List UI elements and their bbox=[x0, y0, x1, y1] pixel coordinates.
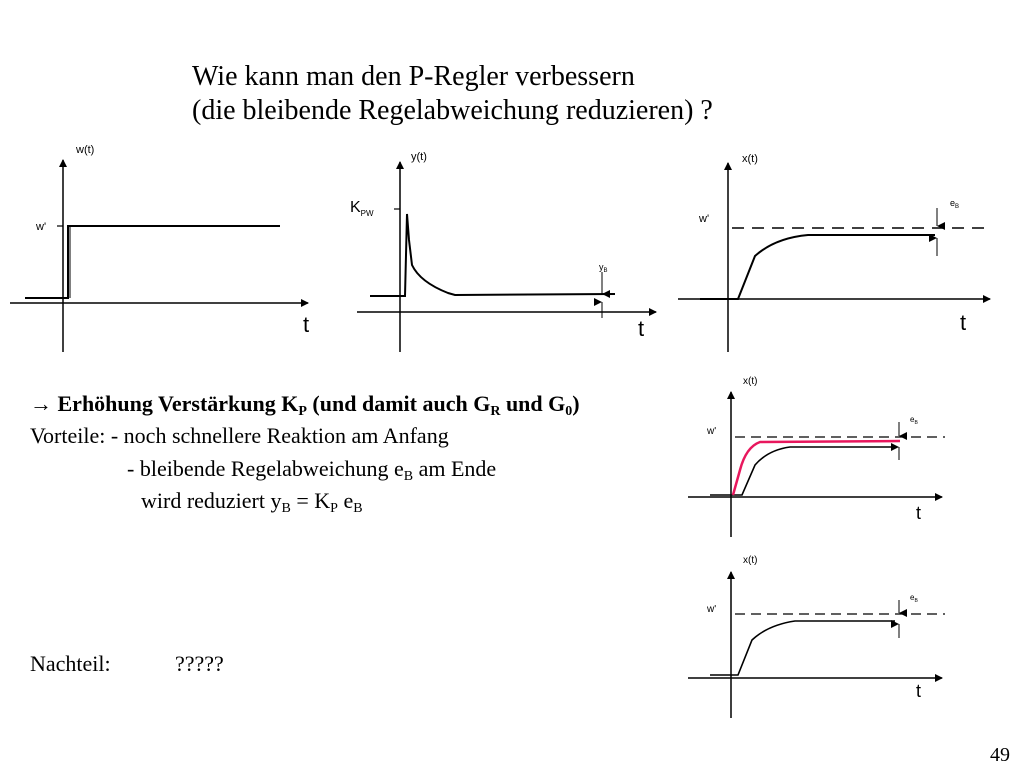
graph-w-xlabel: t bbox=[303, 312, 309, 337]
graph-x3-error-label: eB bbox=[910, 593, 918, 604]
vorteile-line-2-rest: am Ende bbox=[413, 456, 497, 481]
graph-x1-level-label: w' bbox=[698, 213, 709, 225]
vorteile-line-3: wird reduziert yB = KP eB bbox=[141, 487, 363, 516]
graph-x3-xlabel: t bbox=[916, 681, 921, 701]
vorteile-line-2-text: - bleibende Regelabweichung e bbox=[127, 456, 404, 481]
graph-x1-response-curve bbox=[700, 234, 935, 300]
heading-sub-p: P bbox=[298, 404, 307, 419]
vorteile-line-3-sub2: P bbox=[330, 501, 338, 516]
arrow-icon: → bbox=[30, 391, 52, 416]
graph-w-step-curve bbox=[25, 225, 280, 299]
graph-x1-xlabel: t bbox=[960, 310, 966, 335]
graph-x3-level-label: w' bbox=[706, 604, 716, 615]
heading-part-d: und G bbox=[500, 391, 566, 416]
graph-x2-level-label: w' bbox=[706, 426, 716, 437]
graph-y: y(t) KPW t yB bbox=[350, 151, 657, 352]
heading-sub-0: 0 bbox=[565, 404, 573, 419]
graph-x1-error-label: eB bbox=[950, 198, 959, 210]
graph-x2: x(t) w' eB t bbox=[688, 376, 945, 537]
graph-y-ylabel: y(t) bbox=[411, 151, 427, 163]
graph-y-offset-label: yB bbox=[599, 262, 608, 274]
graph-x3: x(t) w' eB t bbox=[688, 555, 945, 718]
graph-x2-error-label: eB bbox=[910, 415, 918, 426]
graph-x2-xlabel: t bbox=[916, 503, 921, 523]
vorteile-line-3-text: wird reduziert y bbox=[141, 488, 282, 513]
vorteile-line-3-e: e bbox=[337, 488, 354, 513]
vorteile-line-2: - bleibende Regelabweichung eB am Ende bbox=[127, 455, 497, 484]
vorteile-line-2-sub: B bbox=[403, 469, 414, 484]
graph-x1-ylabel: x(t) bbox=[742, 153, 758, 165]
graph-x2-original-curve bbox=[710, 446, 895, 496]
heading-part-a: Erhöhung Verstärkung K bbox=[52, 391, 299, 416]
graph-w-ylabel: w(t) bbox=[75, 144, 94, 156]
heading-part-e: ) bbox=[572, 391, 580, 416]
heading-part-c: und damit auch G bbox=[319, 391, 491, 416]
page-number: 49 bbox=[990, 744, 1010, 766]
graph-w: w(t) w' t bbox=[10, 144, 309, 352]
nachteil-value: ????? bbox=[175, 651, 224, 676]
vorteile-line-3-sub3: B bbox=[353, 501, 363, 516]
slide-title: Wie kann man den P-Regler verbessern (di… bbox=[192, 60, 713, 128]
graph-x3-ylabel: x(t) bbox=[743, 555, 757, 566]
nachteil-label: Nachteil: bbox=[30, 651, 111, 676]
graph-y-peak-label: KPW bbox=[350, 199, 374, 218]
vorteile-line-1: Vorteile: - noch schnellere Reaktion am … bbox=[30, 423, 449, 448]
heading-sub-r: R bbox=[490, 404, 501, 419]
graph-x1: x(t) w' eB t bbox=[678, 153, 991, 352]
vorteile-line-3-eq: = K bbox=[290, 488, 331, 513]
graph-x2-ylabel: x(t) bbox=[743, 376, 757, 387]
vorteile-line-3-sub1: B bbox=[281, 501, 291, 516]
graph-x2-improved-curve bbox=[731, 439, 901, 496]
graph-y-xlabel: t bbox=[638, 316, 644, 341]
heading-part-b: ( bbox=[306, 391, 320, 416]
graph-y-response-curve bbox=[370, 213, 616, 297]
title-line-2: (die bleibende Regelabweichung reduziere… bbox=[192, 95, 713, 126]
graph-w-level-label: w' bbox=[35, 221, 46, 233]
title-line-1: Wie kann man den P-Regler verbessern bbox=[192, 61, 635, 92]
heading-line: → Erhöhung Verstärkung KP (und damit auc… bbox=[30, 390, 580, 419]
graph-x3-response-curve bbox=[710, 620, 895, 676]
